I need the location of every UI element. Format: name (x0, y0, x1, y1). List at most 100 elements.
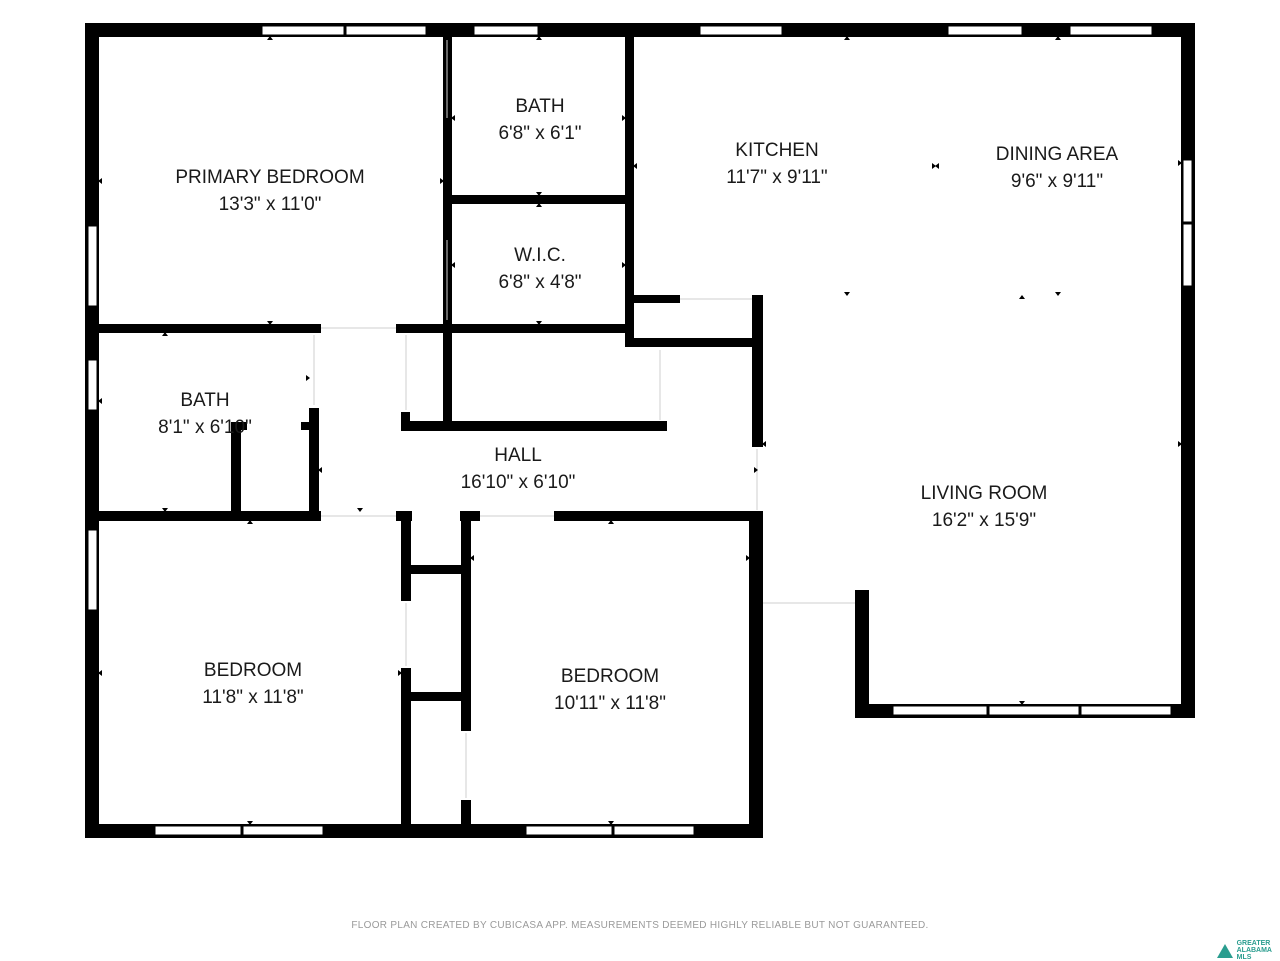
room-bath-1: BATH 6'8" x 6'1" (498, 96, 581, 144)
room-dimensions: 11'7" x 9'11" (726, 167, 827, 188)
room-kitchen: KITCHEN 11'7" x 9'11" (726, 140, 827, 188)
marker (622, 262, 626, 268)
window (947, 25, 1023, 36)
window (242, 825, 324, 836)
room-dimensions: 16'10" x 6'10" (461, 472, 576, 493)
wall-wic-bottom (452, 324, 632, 333)
room-dimensions: 9'6" x 9'11" (1011, 171, 1103, 192)
marker (633, 163, 637, 169)
marker (318, 467, 322, 473)
marker (622, 115, 626, 121)
window (87, 529, 98, 611)
wall-closet-left-top (401, 511, 411, 601)
marker (470, 555, 474, 561)
room-name: DINING AREA (996, 144, 1119, 165)
marker (536, 36, 542, 40)
marker (247, 520, 253, 524)
room-name: BATH (515, 96, 564, 117)
wall-hall-closet-left (443, 333, 452, 428)
window (87, 225, 98, 307)
room-dimensions: 11'8" x 11'8" (202, 687, 303, 708)
room-name: PRIMARY BEDROOM (175, 167, 364, 188)
wall-left (85, 23, 99, 838)
room-dining-area: DINING AREA 9'6" x 9'11" (996, 144, 1119, 192)
room-dimensions: 6'8" x 6'1" (498, 123, 581, 144)
marker (451, 115, 455, 121)
wall-top (85, 23, 1195, 37)
room-name: BEDROOM (204, 660, 302, 681)
room-name: LIVING ROOM (921, 483, 1048, 504)
wall-hall-closet-stub (401, 412, 410, 431)
door-jambs (313, 40, 855, 798)
wall-closet-left-bottom (401, 668, 411, 828)
marker (762, 441, 766, 447)
wall-primary-right (443, 37, 452, 337)
room-bath-2: BATH 8'1" x 6'10" (158, 390, 252, 438)
marker (357, 508, 363, 512)
room-primary-bedroom: PRIMARY BEDROOM 13'3" x 11'0" (175, 167, 364, 215)
wall-primary-bottom (99, 324, 321, 333)
disclaimer-note: FLOOR PLAN CREATED BY CUBICASA APP. MEAS… (351, 920, 929, 931)
wall-closet-right-top (461, 511, 471, 731)
marker (844, 292, 850, 296)
room-living-room: LIVING ROOM 16'2" x 15'9" (921, 483, 1048, 531)
window (613, 825, 695, 836)
marker (1019, 701, 1025, 705)
marker (754, 467, 758, 473)
wall-closet-right-bottom (461, 800, 471, 828)
wall-pantry-bottom (625, 338, 763, 347)
logo-text: GREATER ALABAMA MLS (1237, 940, 1272, 961)
marker (844, 36, 850, 40)
logo-line-1: GREATER (1236, 940, 1271, 947)
room-dimensions: 16'2" x 15'9" (932, 510, 1036, 531)
window (525, 825, 613, 836)
marker (267, 321, 273, 325)
room-name: BEDROOM (561, 666, 659, 687)
room-name: HALL (494, 445, 542, 466)
wall-kitchen-stub (634, 295, 680, 303)
marker (935, 163, 939, 169)
marker (1055, 292, 1061, 296)
marker (440, 178, 444, 184)
wall-primary-bottom-2 (396, 324, 452, 333)
wall-bedroom2-right (749, 512, 763, 838)
wall-right (1181, 23, 1195, 718)
room-name: BATH (180, 390, 229, 411)
room-dimensions: 10'11" x 11'8" (554, 693, 666, 714)
marker (98, 178, 102, 184)
wall-bath2-inner (231, 422, 241, 520)
window (345, 25, 427, 36)
window (473, 25, 539, 36)
marker (932, 163, 936, 169)
marker (1178, 441, 1182, 447)
logo-line-2: ALABAMA (1236, 947, 1272, 954)
wall-hall-closet-end (657, 421, 667, 431)
room-name: KITCHEN (735, 140, 818, 161)
marker (398, 670, 402, 676)
wall-closet-shelf-1 (411, 565, 461, 574)
window (988, 705, 1080, 716)
room-dimensions: 8'1" x 6'10" (158, 417, 252, 438)
marker (536, 321, 542, 325)
window (261, 25, 345, 36)
windows (87, 25, 1193, 836)
marker (608, 821, 614, 825)
room-name: W.I.C. (514, 245, 566, 266)
room-wic: W.I.C. 6'8" x 4'8" (498, 245, 581, 293)
window (1069, 25, 1153, 36)
marker (306, 375, 310, 381)
wall-living-left (752, 435, 763, 447)
marker (1019, 295, 1025, 299)
room-bedroom-2: BEDROOM 10'11" x 11'8" (554, 666, 666, 714)
logo-icon (1216, 943, 1233, 958)
marker (1055, 36, 1061, 40)
marker (162, 332, 168, 336)
room-dimensions: 13'3" x 11'0" (219, 194, 322, 215)
wall-bath2-inner-top (231, 422, 247, 430)
window (87, 359, 98, 411)
wall-kitchen-left (625, 37, 634, 347)
marker (162, 508, 168, 512)
marker (608, 520, 614, 524)
room-bedroom-1: BEDROOM 11'8" x 11'8" (202, 660, 303, 708)
marker (1178, 160, 1182, 166)
